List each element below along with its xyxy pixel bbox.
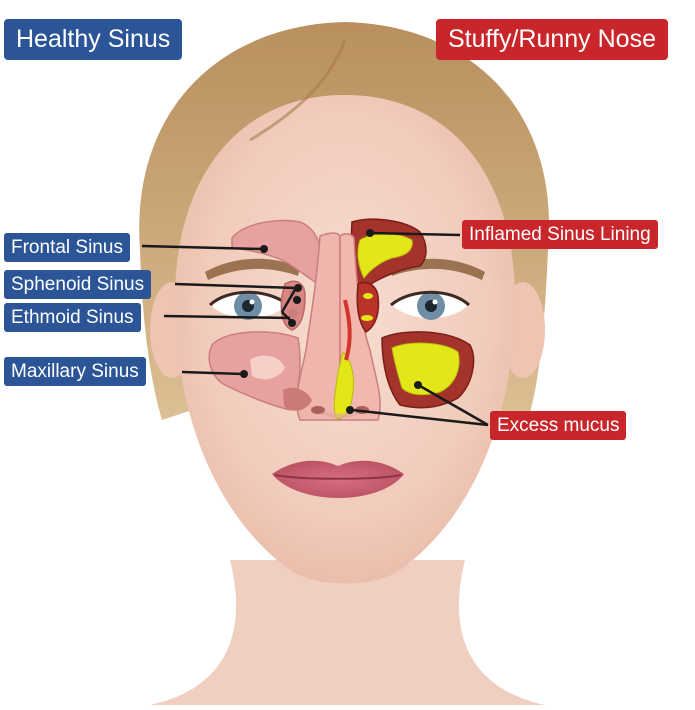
ethmoid-sinus-label: Ethmoid Sinus	[4, 303, 141, 332]
excess-mucus-label: Excess mucus	[490, 411, 626, 440]
stuffy-runny-nose-title: Stuffy/Runny Nose	[436, 19, 668, 60]
healthy-sinus-title: Healthy Sinus	[4, 19, 182, 60]
maxillary-sinus-label: Maxillary Sinus	[4, 357, 146, 386]
frontal-sinus-label: Frontal Sinus	[4, 233, 130, 262]
sphenoid-sinus-label: Sphenoid Sinus	[4, 270, 151, 299]
inflamed-sinus-lining-label: Inflamed Sinus Lining	[462, 220, 658, 249]
